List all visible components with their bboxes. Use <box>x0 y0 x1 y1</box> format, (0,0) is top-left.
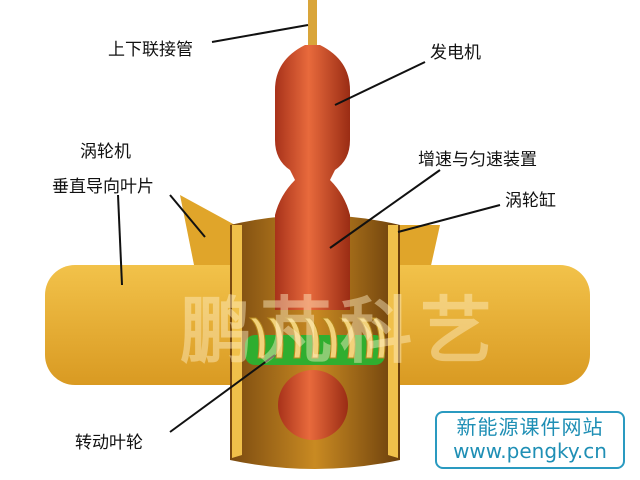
label-generator: 发电机 <box>430 43 481 63</box>
badge-url: www.pengky.cn <box>453 439 607 463</box>
leader-lines <box>117 24 501 433</box>
badge-title: 新能源课件网站 <box>456 415 604 439</box>
label-guide-vanes: 垂直导向叶片 <box>52 177 154 197</box>
label-turbine: 涡轮机 <box>80 142 131 162</box>
guide-vane-left <box>180 195 235 280</box>
label-turbine-casing: 涡轮缸 <box>505 191 556 211</box>
rotor-hub <box>278 370 348 440</box>
guide-vane-right <box>395 225 440 270</box>
rotor-blades <box>245 317 386 365</box>
connecting-pipe <box>308 0 317 48</box>
label-rotor: 转动叶轮 <box>75 433 143 453</box>
generator-body <box>275 45 350 310</box>
label-connecting-pipe: 上下联接管 <box>108 40 193 60</box>
label-gearbox: 增速与匀速装置 <box>418 150 537 170</box>
watermark: 鹏芃科艺 <box>180 289 501 373</box>
website-badge: 新能源课件网站 www.pengky.cn <box>435 411 625 469</box>
